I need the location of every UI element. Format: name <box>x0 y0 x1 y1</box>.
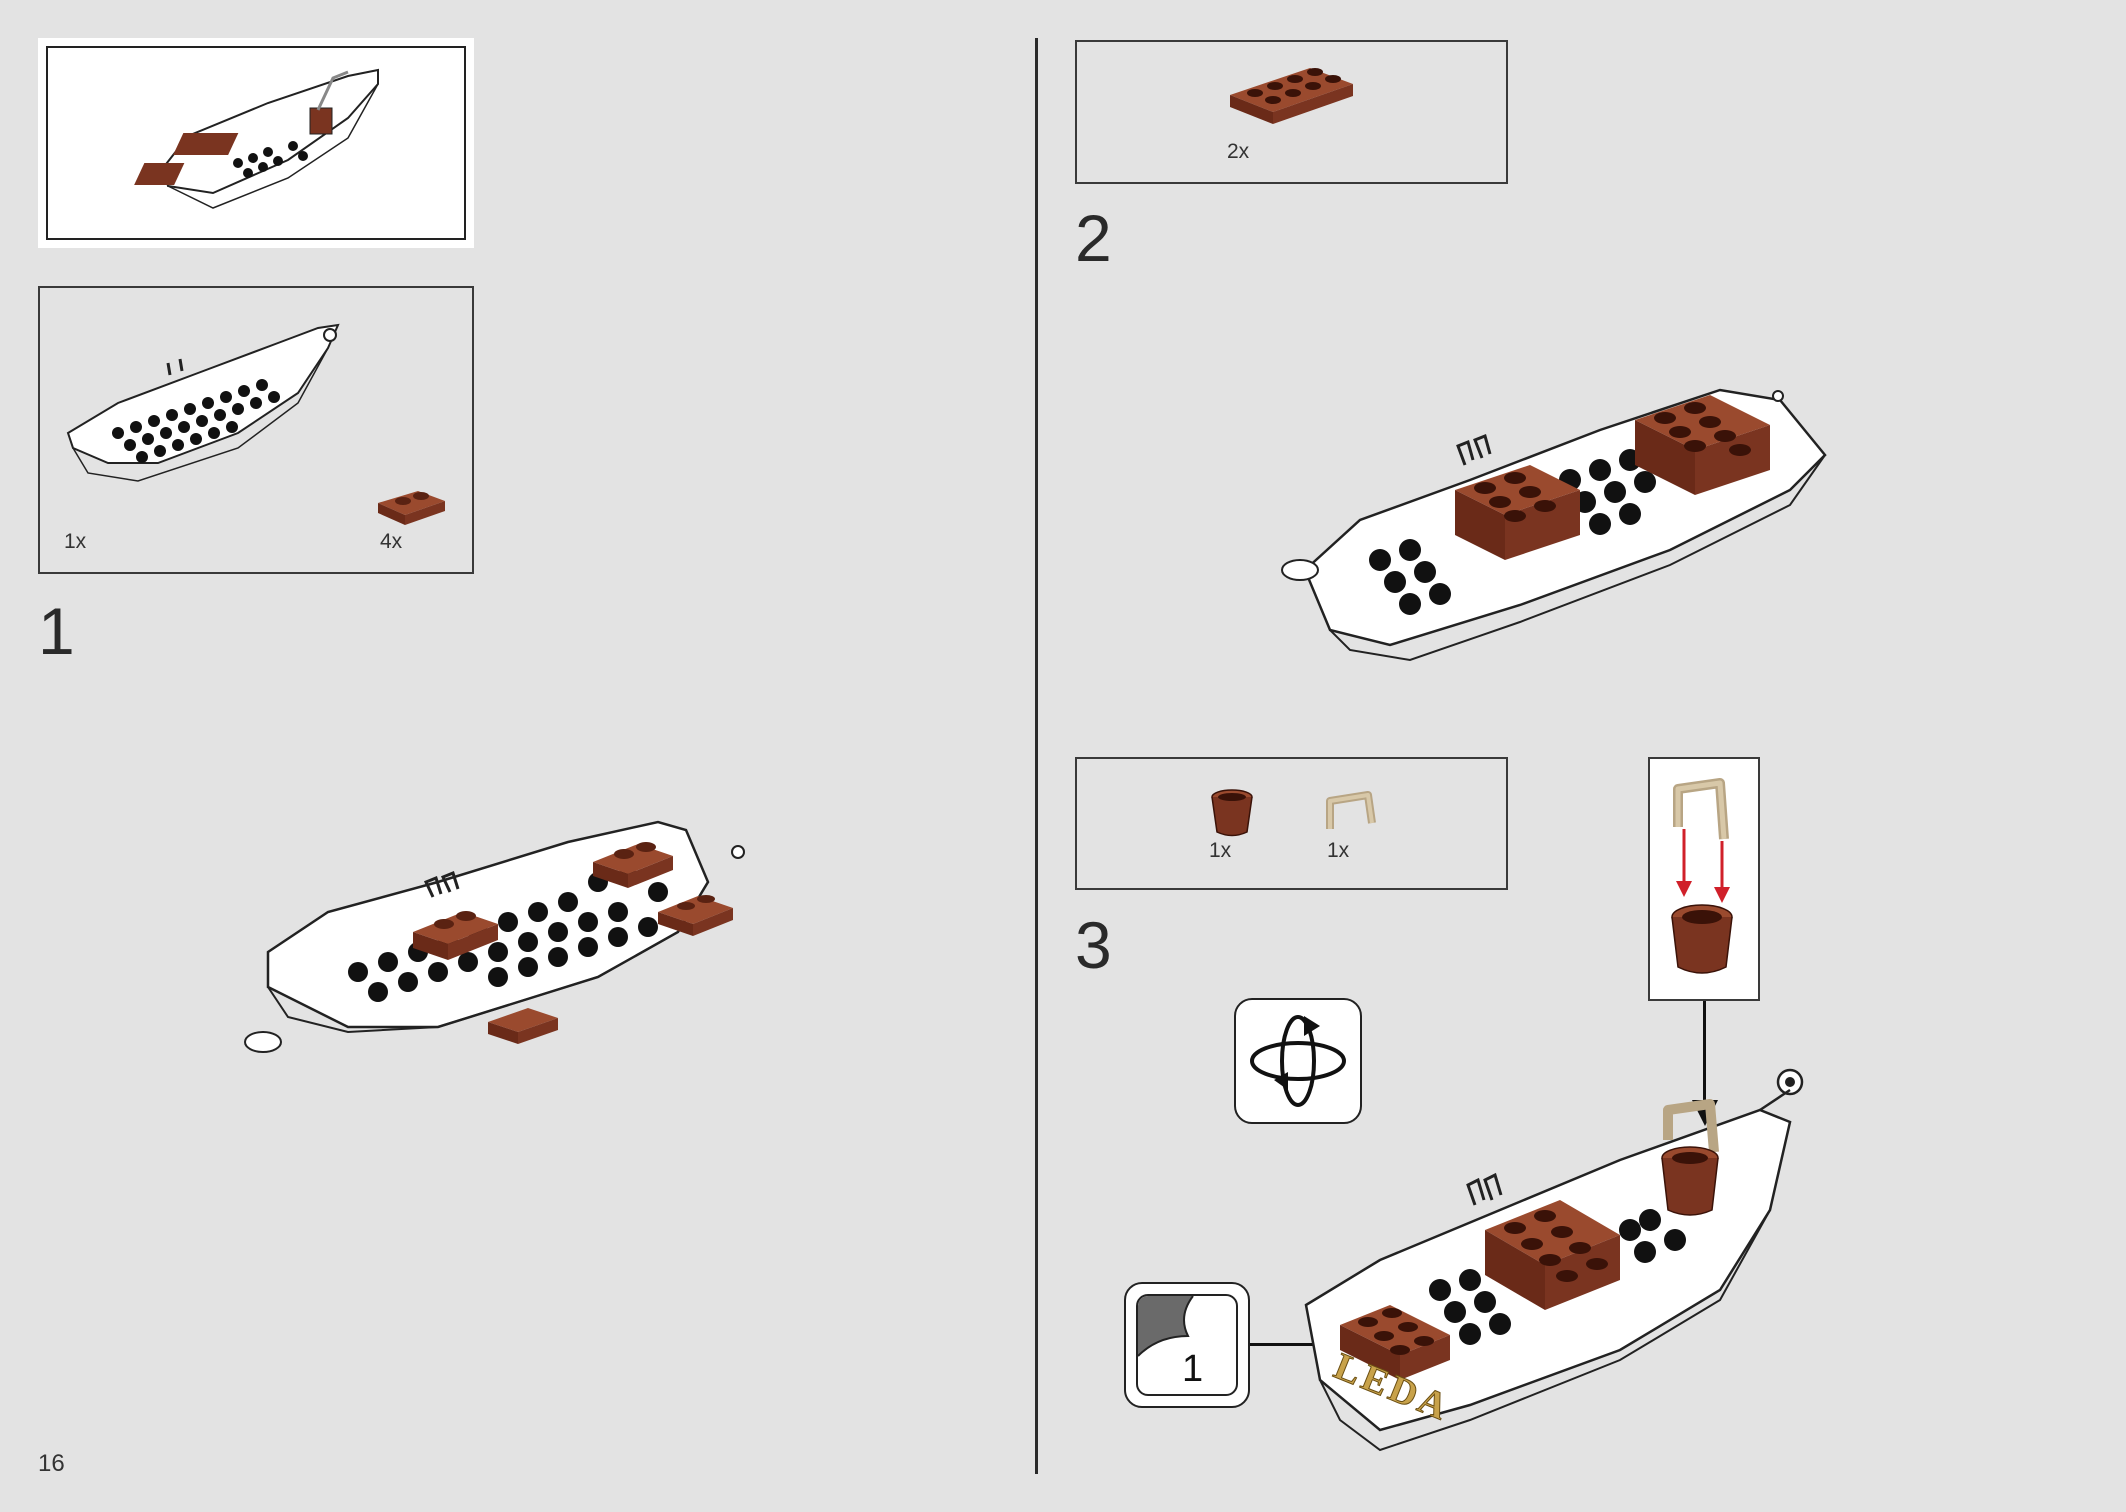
bucket-subassembly-callout <box>1648 757 1760 1001</box>
sticker-number: 1 <box>1182 1348 1204 1390</box>
page-number: 16 <box>38 1450 65 1477</box>
model-preview-frame <box>38 38 474 248</box>
step2-parts-box: 2x <box>1075 40 1508 184</box>
step1-part2-qty: 4x <box>380 530 403 553</box>
step3-part1-qty: 1x <box>1209 839 1232 862</box>
bucket-part-image <box>1211 789 1253 837</box>
bucket-subassembly-illustration <box>1671 778 1733 974</box>
step1-part1-qty: 1x <box>64 530 87 553</box>
sticker-pointer-line <box>1250 1343 1330 1346</box>
callout-pointer-line <box>1703 1001 1706 1106</box>
sticker-inner-frame: 1 <box>1136 1294 1238 1396</box>
step3-parts-box: 1x 1x <box>1075 757 1508 890</box>
plate-2x4-part-image <box>1230 68 1353 124</box>
step2-boat-illustration <box>1281 388 1827 662</box>
page-divider <box>1035 38 1038 1474</box>
rotate-model-icon <box>1234 998 1362 1124</box>
preview-boat-illustration <box>134 68 379 209</box>
boat-hull-part-image <box>66 323 340 482</box>
plate-1x2-part-image <box>378 491 445 525</box>
step1-number: 1 <box>38 594 75 668</box>
rotate-arrows-icon <box>1250 1015 1346 1107</box>
sticker-peel-icon <box>1138 1296 1194 1357</box>
step3-boat-illustration: LEDA <box>1304 1068 1804 1452</box>
model-preview <box>46 46 466 240</box>
step1-parts-box: 1x 4x <box>38 286 474 574</box>
sticker-icon: 1 <box>1124 1282 1250 1408</box>
bucket-handle-part-image <box>1326 791 1376 829</box>
step2-part1-qty: 2x <box>1227 140 1250 163</box>
step3-number: 3 <box>1075 908 1112 982</box>
step1-boat-illustration <box>244 820 745 1053</box>
step2-number: 2 <box>1075 201 1112 275</box>
step3-part2-qty: 1x <box>1327 839 1350 862</box>
